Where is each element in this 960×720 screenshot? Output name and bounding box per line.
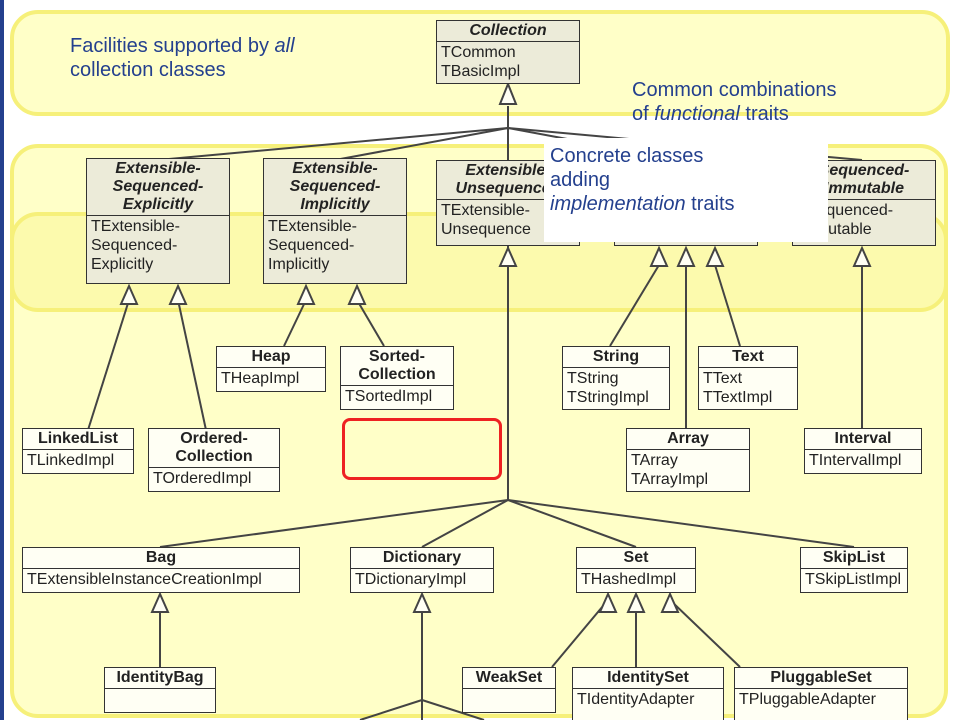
class-bag: Bag TExtensibleInstanceCreationImpl: [22, 547, 300, 593]
class-name: Collection: [175, 448, 253, 465]
trait: TTextImpl: [703, 389, 773, 406]
trait: TIntervalImpl: [809, 452, 902, 469]
trait: TBasicImpl: [441, 63, 521, 80]
class-linkedlist: LinkedList TLinkedImpl: [22, 428, 134, 474]
class-name: Ordered-: [180, 430, 248, 447]
trait: TOrderedImpl: [153, 470, 252, 487]
trait: TIdentityAdapter: [577, 691, 695, 708]
class-name: Heap: [217, 347, 325, 368]
class-name: Sorted-: [369, 348, 425, 365]
class-identityset: IdentitySet TIdentityAdapter: [572, 667, 724, 720]
trait: TExtensible-: [441, 202, 530, 219]
trait: TArray: [631, 452, 678, 469]
class-name: IdentityBag: [105, 668, 215, 689]
class-name: Implicitly: [300, 196, 370, 213]
class-dictionary: Dictionary TDictionaryImpl: [350, 547, 494, 593]
trait: Explicitly: [91, 256, 154, 273]
class-weakset: WeakSet: [462, 667, 556, 713]
trait: TExtensible-: [268, 218, 357, 235]
class-name: PluggableSet: [735, 668, 907, 689]
label-text: traits: [685, 193, 735, 215]
label-common-combinations: Common combinations of functional traits: [632, 78, 932, 126]
trait: TLinkedImpl: [27, 452, 115, 469]
class-ordered-collection: Ordered-Collection TOrderedImpl: [148, 428, 280, 492]
label-concrete-classes: Concrete classes adding implementation t…: [550, 144, 826, 216]
label-text: collection classes: [70, 59, 226, 81]
class-name: WeakSet: [463, 668, 555, 689]
trait: THashedImpl: [581, 571, 677, 588]
trait: TExtensibleInstanceCreationImpl: [27, 571, 262, 588]
label-text: Common combinations: [632, 79, 837, 101]
class-name: Collection: [358, 366, 436, 383]
class-name: Extensible-: [465, 162, 551, 179]
class-skiplist: SkipList TSkipListImpl: [800, 547, 908, 593]
highlight-empty-slot: [342, 418, 502, 480]
label-text: traits: [739, 103, 789, 125]
class-name: Immutable: [823, 180, 904, 197]
label-text: Facilities supported by: [70, 35, 275, 57]
class-name: Extensible-: [115, 160, 201, 177]
class-extensible-sequenced-explicitly: Extensible-Sequenced-Explicitly TExtensi…: [86, 158, 230, 284]
trait: TSkipListImpl: [805, 571, 902, 588]
class-name: Explicitly: [122, 196, 194, 213]
trait: Implicitly: [268, 256, 330, 273]
class-name: Sequenced-: [112, 178, 204, 195]
class-name: Unsequenced: [455, 180, 561, 197]
label-facilities: Facilities supported by all collection c…: [70, 34, 400, 82]
trait: TPluggableAdapter: [739, 691, 876, 708]
trait: TStringImpl: [567, 389, 649, 406]
trait: Unsequence: [441, 221, 531, 238]
class-set: Set THashedImpl: [576, 547, 696, 593]
trait: TSortedImpl: [345, 388, 433, 405]
label-emphasis: implementation: [550, 193, 686, 215]
trait: Sequenced-: [91, 237, 178, 254]
class-name: Dictionary: [351, 548, 493, 569]
class-identitybag: IdentityBag: [104, 667, 216, 713]
trait: TCommon: [441, 44, 516, 61]
label-emphasis: functional: [654, 103, 740, 125]
class-name: Text: [699, 347, 797, 368]
trait: TString: [567, 370, 619, 387]
label-text: Concrete classes: [550, 145, 704, 167]
trait: TDictionaryImpl: [355, 571, 467, 588]
class-name: SkipList: [801, 548, 907, 569]
slide-edge-bar: [0, 0, 4, 720]
class-name: LinkedList: [23, 429, 133, 450]
label-text: of: [632, 103, 655, 125]
class-name: Extensible-: [292, 160, 378, 177]
trait: TArrayImpl: [631, 471, 709, 488]
class-pluggableset: PluggableSet TPluggableAdapter: [734, 667, 908, 720]
label-text: adding: [550, 169, 611, 191]
callout-concrete-classes: Concrete classes adding implementation t…: [544, 138, 828, 242]
class-name: Sequenced-: [818, 162, 910, 179]
class-name: IdentitySet: [573, 668, 723, 689]
trait: TExtensible-: [91, 218, 180, 235]
class-name: Bag: [23, 548, 299, 569]
class-name: Array: [627, 429, 749, 450]
class-name: Collection: [437, 21, 579, 42]
class-heap: Heap THeapImpl: [216, 346, 326, 392]
class-sorted-collection: Sorted-Collection TSortedImpl: [340, 346, 454, 410]
class-name: Set: [577, 548, 695, 569]
trait: TText: [703, 370, 743, 387]
class-extensible-sequenced-implicitly: Extensible-Sequenced-Implicitly TExtensi…: [263, 158, 407, 284]
class-name: Sequenced-: [289, 178, 381, 195]
class-name: String: [563, 347, 669, 368]
label-emphasis: all: [274, 35, 295, 57]
trait: Sequenced-: [268, 237, 355, 254]
class-interval: Interval TIntervalImpl: [804, 428, 922, 474]
trait: THeapImpl: [221, 370, 300, 387]
class-name: Interval: [805, 429, 921, 450]
